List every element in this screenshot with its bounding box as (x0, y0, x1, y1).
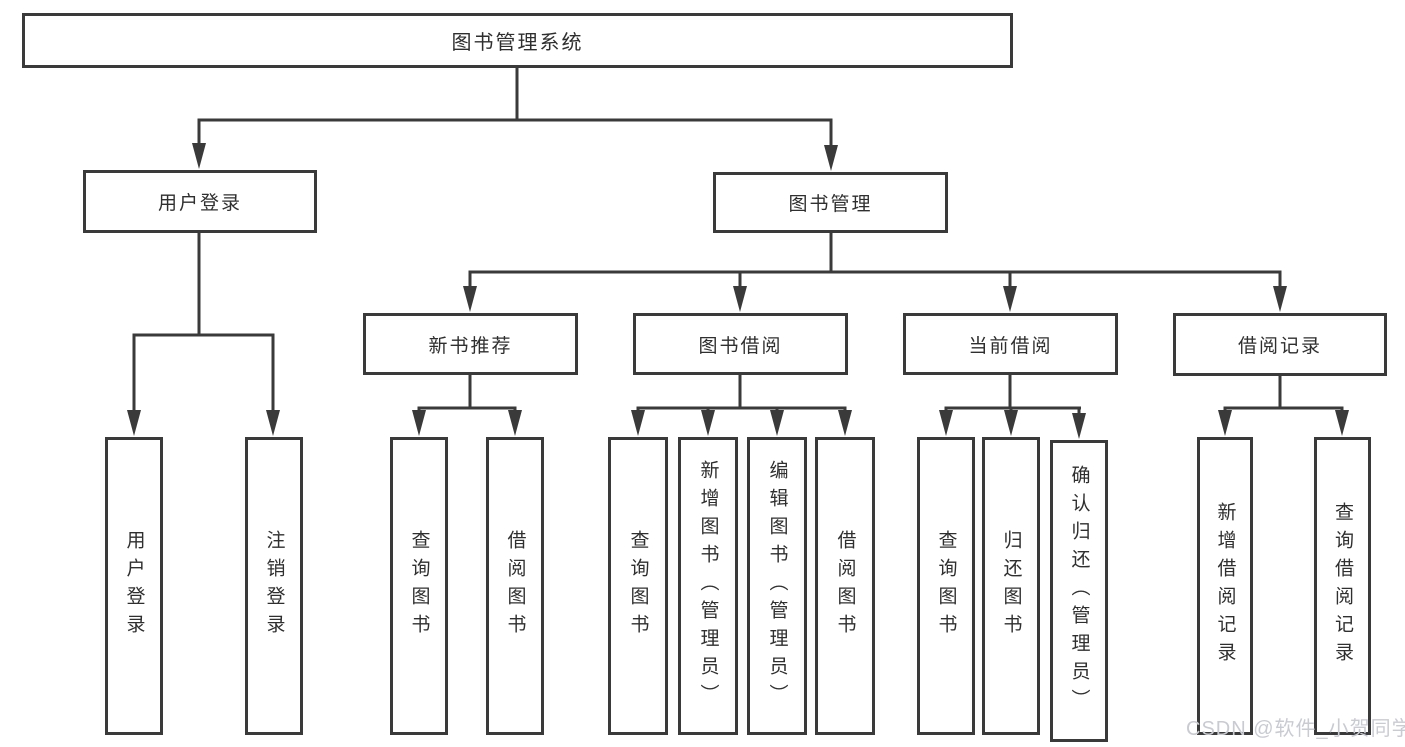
leaf-edit-book-admin: 编辑图书（管理员） (747, 437, 807, 735)
node-borrow-records: 借阅记录 (1173, 313, 1387, 376)
node-book-management: 图书管理 (713, 172, 948, 233)
leaf-add-borrow-record: 新增借阅记录 (1197, 437, 1253, 735)
leaf-query-books-recommend: 查询图书 (390, 437, 448, 735)
leaf-confirm-return-admin: 确认归还（管理员） (1050, 440, 1108, 742)
node-root-system: 图书管理系统 (22, 13, 1013, 68)
arrowheads (127, 143, 1349, 439)
leaf-return-book: 归还图书 (982, 437, 1040, 735)
leaf-query-books-current: 查询图书 (917, 437, 975, 735)
leaf-borrow-books-borrow: 借阅图书 (815, 437, 875, 735)
leaf-query-books-borrow: 查询图书 (608, 437, 668, 735)
csdn-watermark: CSDN @软件_小贺同学 (1186, 718, 1405, 740)
node-new-book-recommend: 新书推荐 (363, 313, 578, 375)
leaf-query-borrow-record: 查询借阅记录 (1314, 437, 1371, 735)
leaf-add-book-admin: 新增图书（管理员） (678, 437, 738, 735)
node-book-borrow: 图书借阅 (633, 313, 848, 375)
leaf-user-login: 用户登录 (105, 437, 163, 735)
node-current-borrow: 当前借阅 (903, 313, 1118, 375)
leaf-borrow-books-recommend: 借阅图书 (486, 437, 544, 735)
leaf-logout: 注销登录 (245, 437, 303, 735)
node-user-login: 用户登录 (83, 170, 317, 233)
